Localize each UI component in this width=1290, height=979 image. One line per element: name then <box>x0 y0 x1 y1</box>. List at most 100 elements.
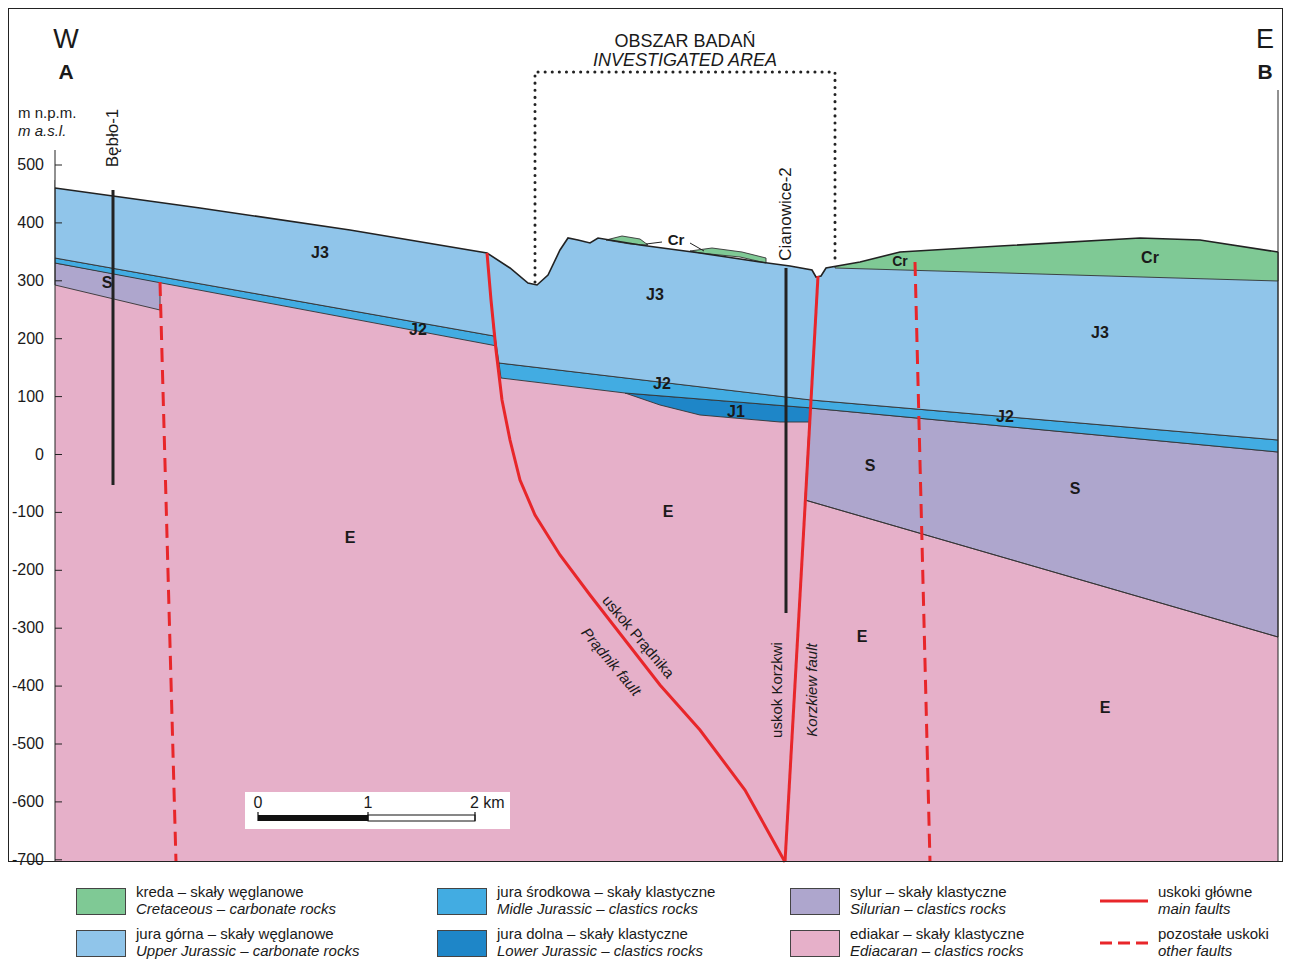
axis-value: 200 <box>17 330 44 348</box>
leader-line <box>646 242 662 244</box>
other-fault <box>915 262 930 862</box>
axis-value: 500 <box>17 156 44 174</box>
borehole-name: Bębło-1 <box>104 109 123 168</box>
axis-value: -700 <box>12 851 44 869</box>
leader-line <box>690 243 704 251</box>
legend-swatch <box>790 888 840 915</box>
scale-bar <box>368 815 475 821</box>
axis-value: 100 <box>17 388 44 406</box>
axis-unit: m n.p.m. <box>18 105 76 122</box>
area-title: INVESTIGATED AREA <box>593 51 777 71</box>
axis-value: -500 <box>12 735 44 753</box>
axis-tick <box>55 165 62 166</box>
unit-symbol: S <box>1070 480 1081 498</box>
legend-text-en: Midle Jurassic – clastics rocks <box>497 901 698 918</box>
legend-text: jura dolna – skały klastyczne <box>497 926 688 943</box>
axis <box>55 150 56 862</box>
scale-tick <box>474 812 475 821</box>
area-title: OBSZAR BADAŃ <box>614 32 755 52</box>
unit-symbol: E <box>857 628 868 646</box>
borehole <box>112 190 115 485</box>
fault-name: uskok Korzkwi <box>769 642 786 738</box>
unit-symbol: S <box>865 457 876 475</box>
axis-tick <box>55 454 62 455</box>
legend-text-en: Cretaceous – carbonate rocks <box>136 901 336 918</box>
unit-symbol: Cr <box>668 232 685 249</box>
legend-text: jura górna – skały węglanowe <box>136 926 334 943</box>
frame <box>9 9 1283 862</box>
axis-tick <box>55 338 62 339</box>
ediacaran-layer <box>55 180 1278 862</box>
legend-text: uskoki główne <box>1158 884 1252 901</box>
borehole-name: Cianowice-2 <box>777 167 796 261</box>
unit-symbol: E <box>663 503 674 521</box>
legend-swatch <box>76 930 126 957</box>
main-fault <box>785 276 818 862</box>
legend-text-en: Ediacaran – clastics rocks <box>850 943 1023 960</box>
scale-background <box>245 792 510 829</box>
legend-line-sample <box>1100 900 1148 903</box>
legend-swatch <box>437 930 487 957</box>
axis-value: 0 <box>35 446 44 464</box>
legend-text: sylur – skały klastyczne <box>850 884 1007 901</box>
main-fault <box>487 253 785 862</box>
scale-value: 2 km <box>470 794 505 812</box>
legend-text-en: Upper Jurassic – carbonate rocks <box>136 943 359 960</box>
scale-value: 0 <box>254 794 263 812</box>
unit-symbol: Cr <box>892 254 908 269</box>
unit-symbol: J2 <box>653 375 671 393</box>
legend-text-en: Lower Jurassic – clastics rocks <box>497 943 703 960</box>
unit-symbol: J3 <box>1091 324 1109 342</box>
other-fault <box>160 282 176 862</box>
fault-name: Korzkiew fault <box>804 643 821 736</box>
axis-tick <box>55 628 62 629</box>
axis-tick <box>55 744 62 745</box>
unit-symbol: J2 <box>996 408 1014 426</box>
unit-symbol: J3 <box>311 244 329 262</box>
axis-tick <box>55 396 62 397</box>
axis-tick <box>55 512 62 513</box>
unit-symbol: J1 <box>727 403 745 421</box>
legend-text: jura środkowa – skały klastyczne <box>497 884 715 901</box>
scale-tick <box>257 812 258 821</box>
legend-text: pozostałe uskoki <box>1158 926 1269 943</box>
axis-tick <box>55 222 62 223</box>
unit-symbol: E <box>345 529 356 547</box>
legend-text: ediakar – skały klastyczne <box>850 926 1024 943</box>
topography <box>55 188 1278 285</box>
legend-swatch <box>76 888 126 915</box>
axis-value: -100 <box>12 504 44 522</box>
unit-symbol: Cr <box>1141 249 1159 267</box>
layer-boundary <box>805 500 1278 637</box>
legend-text: kreda – skały węglanowe <box>136 884 304 901</box>
axis-unit: m a.s.l. <box>18 123 66 140</box>
legend-swatch <box>437 888 487 915</box>
legend-text-en: Silurian – clastics rocks <box>850 901 1006 918</box>
unit-symbol: J2 <box>409 321 427 339</box>
unit-symbol: E <box>1100 699 1111 717</box>
scale-tick <box>367 812 368 821</box>
axis-tick <box>55 859 62 860</box>
legend-text-en: main faults <box>1158 901 1231 918</box>
borehole <box>785 268 788 613</box>
axis-value: -400 <box>12 677 44 695</box>
axis-value: 400 <box>17 214 44 232</box>
investigated-area-outline <box>535 72 835 282</box>
axis-value: 300 <box>17 272 44 290</box>
axis-value: -600 <box>12 793 44 811</box>
axis-value: -300 <box>12 619 44 637</box>
legend-swatch <box>790 930 840 957</box>
sky <box>54 140 1279 285</box>
axis-tick <box>55 280 62 281</box>
legend-text-en: other faults <box>1158 943 1232 960</box>
axis <box>1278 90 1279 862</box>
direction-letter: E <box>1256 25 1274 55</box>
axis-tick <box>55 801 62 802</box>
scale-bar <box>258 815 368 821</box>
profile-end: B <box>1257 60 1272 83</box>
scale-value: 1 <box>364 794 373 812</box>
unit-symbol: S <box>102 274 113 292</box>
legend-line-sample <box>1100 942 1148 945</box>
